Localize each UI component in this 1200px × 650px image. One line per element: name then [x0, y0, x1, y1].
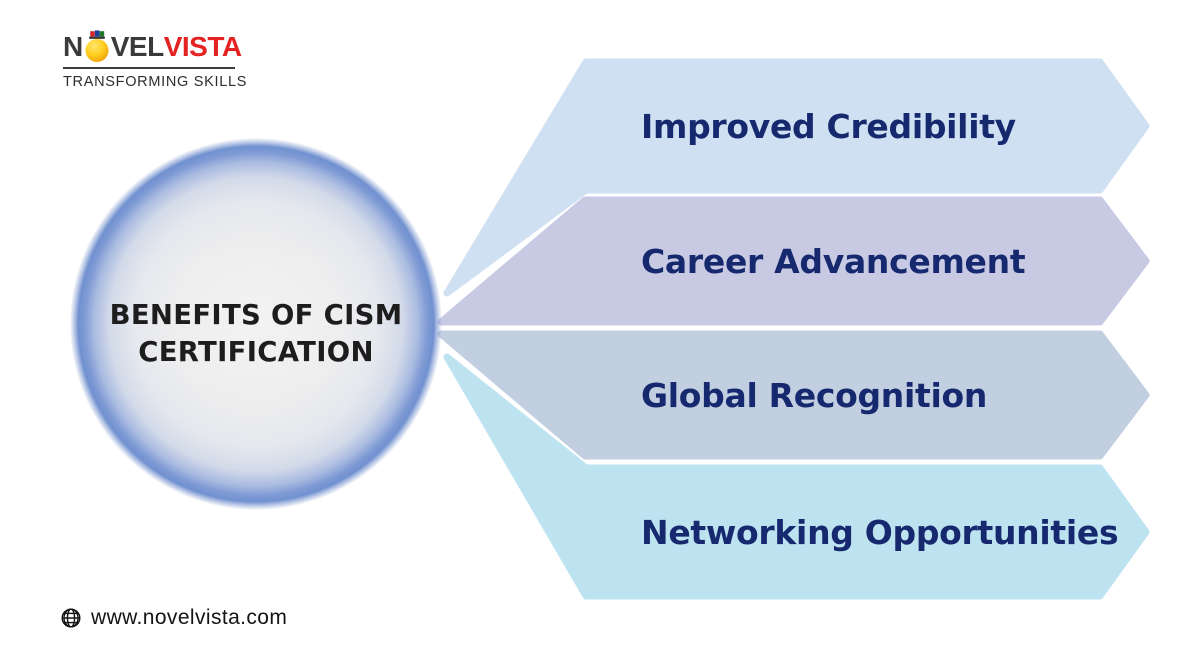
logo-text-vista: VISTA [163, 31, 242, 62]
logo-tagline: TRANSFORMING SKILLS [63, 74, 248, 90]
center-title-line2: CERTIFICATION [138, 336, 374, 368]
brand-logo: N VEL VISTA TRANSFORMING SKILLS [63, 28, 247, 90]
benefit-label-2: Career Advancement [641, 241, 1026, 281]
center-title-line1: BENEFITS OF CISM [109, 299, 403, 331]
logo-text-vel: VEL [110, 31, 164, 62]
footer: www.novelvista.com [60, 606, 287, 630]
logo-wordmark: N VEL VISTA [63, 28, 247, 62]
website-url: www.novelvista.com [91, 606, 288, 629]
benefit-label-4: Networking Opportunities [641, 512, 1119, 552]
benefit-arrow-4 [443, 353, 1150, 600]
diagram-center-title: BENEFITS OF CISM CERTIFICATION [76, 297, 436, 371]
globe-icon [61, 608, 81, 628]
benefit-arrow-2 [437, 196, 1150, 326]
circle-grain-texture [70, 138, 442, 510]
logo-divider [63, 67, 235, 69]
logo-bulb-icon [85, 30, 109, 62]
benefit-arrow-3 [437, 330, 1150, 460]
benefit-label-1: Improved Credibility [641, 106, 1016, 146]
logo-text-n: N [63, 31, 83, 62]
benefit-label-3: Global Recognition [641, 375, 988, 415]
benefit-arrow-1 [443, 58, 1150, 297]
